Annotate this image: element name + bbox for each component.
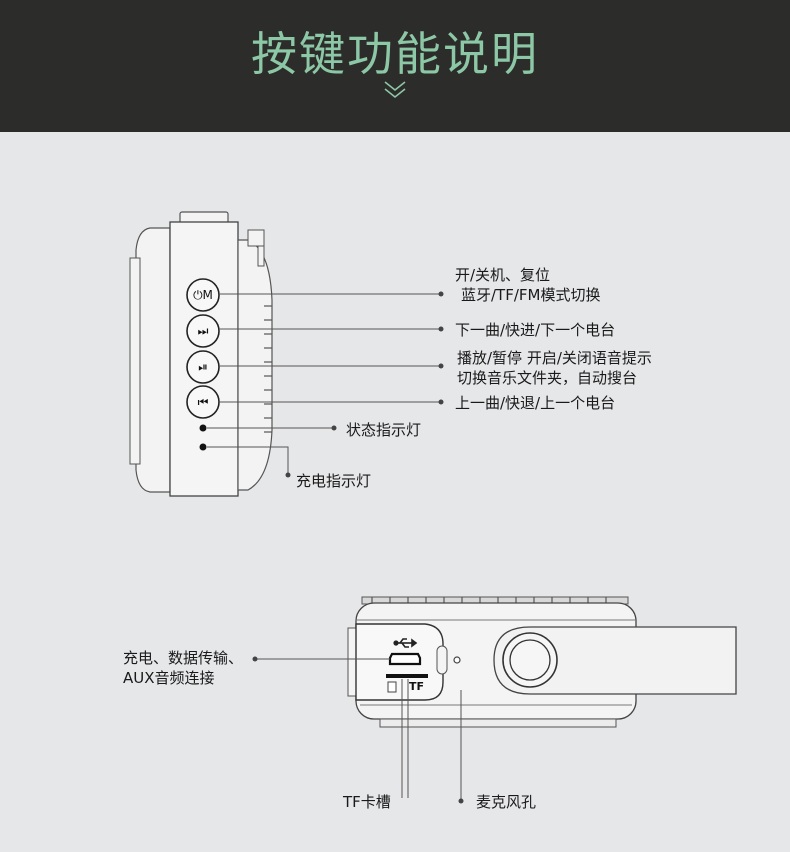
- prev-track-button[interactable]: ⏮: [197, 395, 209, 409]
- power-mode-button[interactable]: ⏻M: [193, 288, 213, 302]
- label-play-line2: 切换音乐文件夹，自动搜台: [457, 369, 638, 387]
- label-mic: 麦克风孔: [476, 793, 537, 811]
- tf-marking: TF: [409, 680, 425, 693]
- mic-hole: [453, 656, 461, 664]
- label-prev: 上一曲/快退/上一个电台: [455, 394, 616, 412]
- label-status-led: 状态指示灯: [346, 421, 422, 439]
- label-usb-line2: AUX音频连接: [123, 669, 215, 687]
- status-led-dot: [199, 424, 207, 432]
- charge-led-dot: [199, 443, 207, 451]
- label-play-line1: 播放/暂停 开启/关闭语音提示: [457, 349, 652, 367]
- label-charge-led: 充电指示灯: [296, 472, 372, 490]
- micro-usb-port: [388, 652, 422, 666]
- header-banner: 按键功能说明: [0, 0, 790, 132]
- label-power-line2: 蓝牙/TF/FM模式切换: [461, 286, 601, 304]
- label-next: 下一曲/快进/下一个电台: [455, 321, 616, 339]
- double-chevron-down-icon: [384, 81, 406, 99]
- page-title: 按键功能说明: [251, 27, 539, 81]
- usb-icon: [393, 638, 418, 648]
- tf-slot: [386, 674, 428, 678]
- label-usb-line1: 充电、数据传输、: [123, 649, 244, 667]
- label-power-line1: 开/关机、复位: [455, 266, 551, 284]
- label-tf-slot: TF卡槽: [343, 793, 391, 811]
- play-pause-button[interactable]: ⏯: [198, 360, 208, 374]
- next-track-button[interactable]: ⏭: [197, 324, 209, 338]
